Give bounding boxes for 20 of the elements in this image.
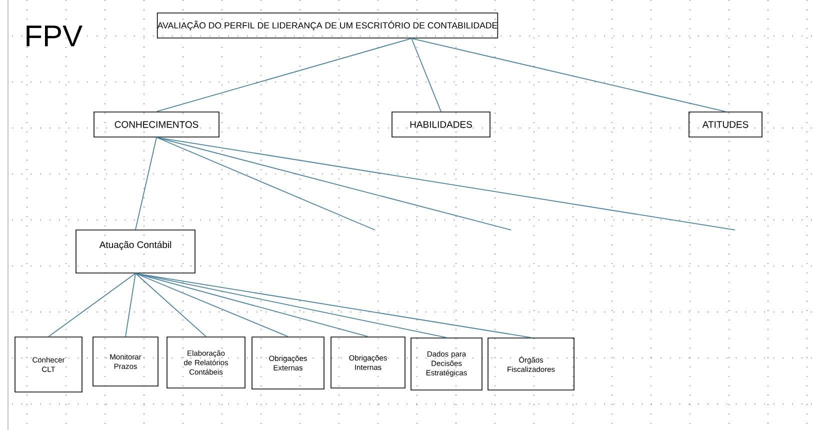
connector-line [156, 38, 412, 112]
connector-line [135, 272, 288, 338]
connector-line [156, 136, 736, 230]
corner-label: FPV [26, 26, 82, 46]
connector-line [135, 272, 368, 338]
connector-line [48, 272, 136, 338]
subcategory-box: Atuação Contábil [76, 230, 196, 274]
connector-line [125, 272, 136, 338]
category-box: ATITUDES [688, 112, 762, 138]
connector-line [411, 38, 726, 112]
category-box: HABILIDADES [392, 112, 490, 138]
connector-line [135, 272, 206, 338]
connector-line [156, 136, 376, 230]
connector-line [135, 272, 532, 338]
category-box: CONHECIMENTOS [94, 112, 220, 138]
connector-line [156, 136, 512, 230]
connector-line [411, 38, 442, 112]
connector-line [135, 136, 157, 230]
title-box: AVALIAÇÃO DO PERFIL DE LIDERANÇA DE UM ESCRITÓRIO DE CONTABILIDADE [156, 12, 498, 38]
connector-line [135, 272, 447, 338]
